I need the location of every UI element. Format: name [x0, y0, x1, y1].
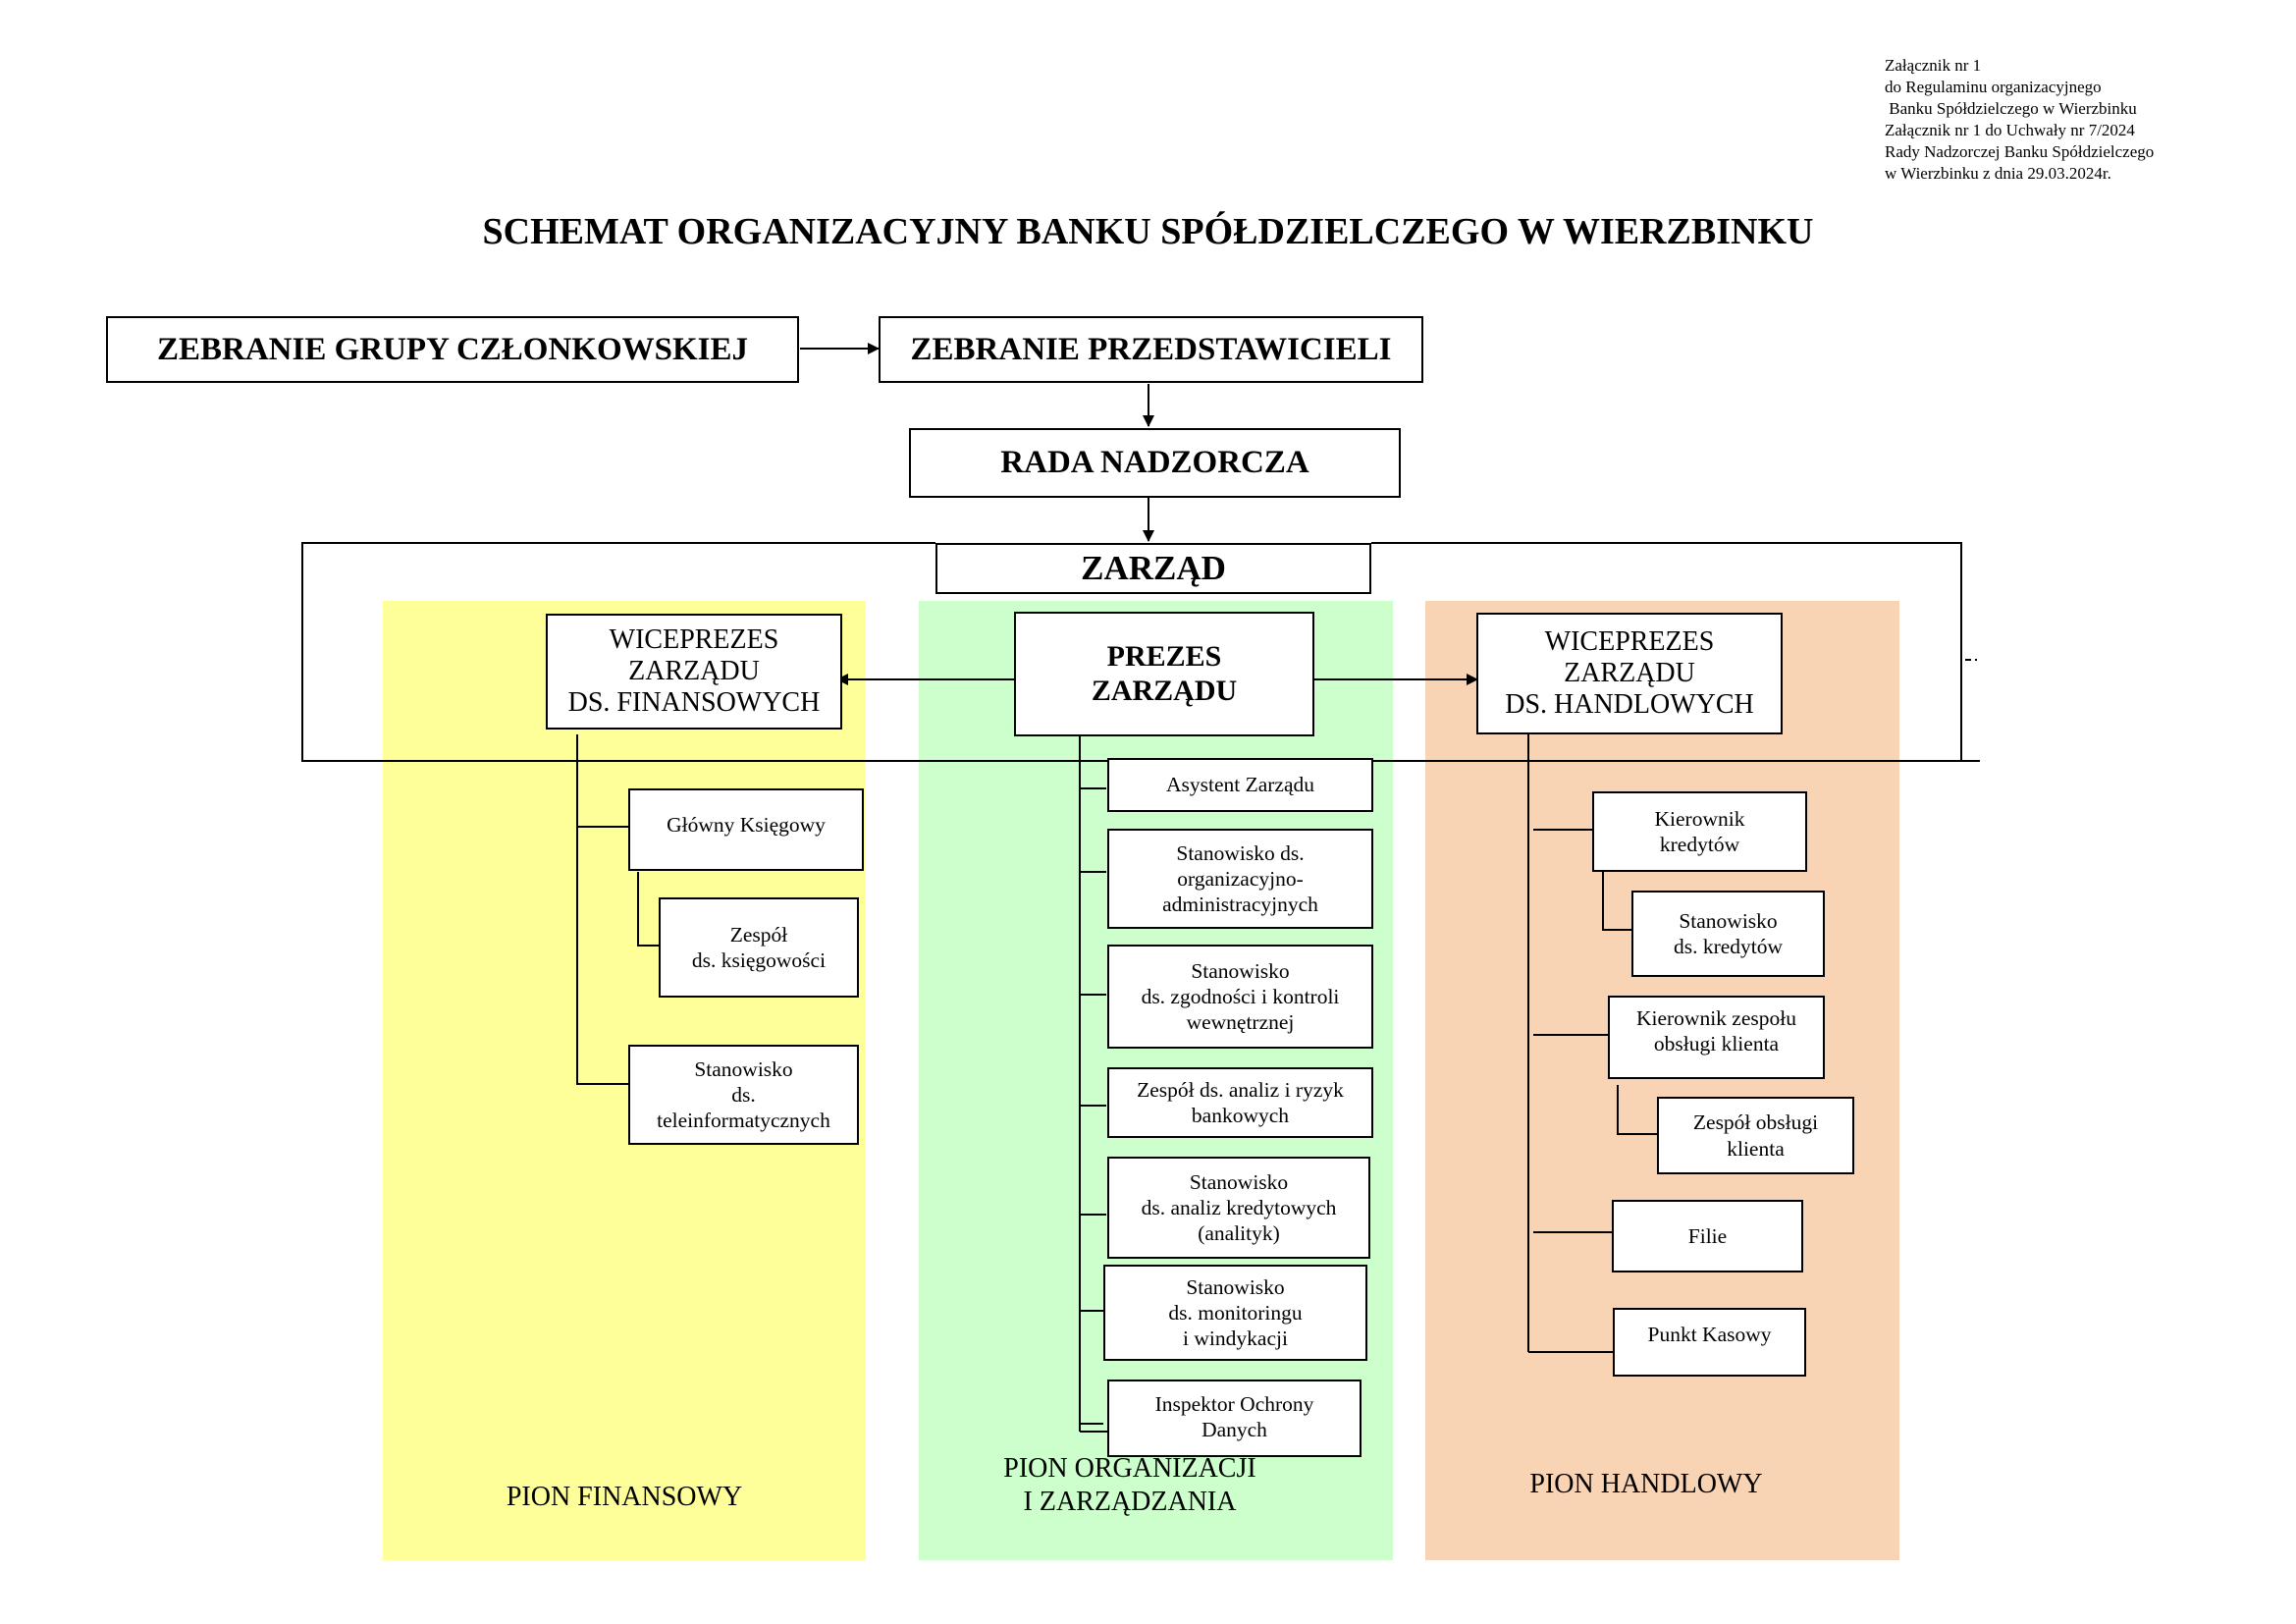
annex-note: Załącznik nr 1 do Regulaminu organizacyj… — [1885, 56, 2155, 183]
zarzad-box: ZARZĄD — [935, 543, 1371, 594]
zebranie-grupy-box: ZEBRANIE GRUPY CZŁONKOWSKIEJ — [106, 316, 799, 383]
pion-finansowy-label: PION FINANSOWY — [506, 1482, 743, 1512]
page-title: SCHEMAT ORGANIZACYJNY BANKU SPÓŁDZIELCZE… — [482, 211, 1814, 252]
glowny-ksiegowy-box: Główny Księgowy — [628, 788, 864, 871]
analiz-kredytowych-box: Stanowisko ds. analiz kredytowych (anali… — [1107, 1157, 1370, 1259]
wiceprezes-handl-box: WICEPREZES ZARZĄDU DS. HANDLOWYCH — [1476, 613, 1783, 734]
pion-handlowy-label: PION HANDLOWY — [1529, 1469, 1763, 1499]
analiz-ryzyk-box: Zespół ds. analiz i ryzyk bankowych — [1107, 1067, 1373, 1138]
zespol-obslugi-klienta-box: Zespół obsługi klienta — [1657, 1097, 1854, 1174]
zespol-ksiegowosci-box: Zespół ds. księgowości — [659, 897, 859, 998]
punkt-kasowy-box: Punkt Kasowy — [1613, 1308, 1806, 1377]
rada-nadzorcza-box: RADA NADZORCZA — [909, 428, 1401, 498]
inspektor-ochrony-danych-box: Inspektor Ochrony Danych — [1107, 1380, 1362, 1457]
zebranie-przedstawicieli-box: ZEBRANIE PRZEDSTAWICIELI — [879, 316, 1423, 383]
filie-box: Filie — [1612, 1200, 1803, 1272]
prezes-box: PREZES ZARZĄDU — [1014, 612, 1314, 736]
wiceprezes-fin-box: WICEPREZES ZARZĄDU DS. FINANSOWYCH — [546, 614, 842, 730]
asystent-zarzadu-box: Asystent Zarządu — [1107, 758, 1373, 812]
kierownik-zespolu-box: Kierownik zespołu obsługi klienta — [1608, 996, 1825, 1079]
stanowisko-kredytow-box: Stanowisko ds. kredytów — [1631, 891, 1825, 977]
kierownik-kredytow-box: Kierownik kredytów — [1592, 791, 1807, 872]
pion-organizacji-label: PION ORGANIZACJI I ZARZĄDZANIA — [1003, 1453, 1256, 1517]
zgodnosci-kontroli-box: Stanowisko ds. zgodności i kontroli wewn… — [1107, 945, 1373, 1049]
teleinformatyczne-box: Stanowisko ds. teleinformatycznych — [628, 1045, 859, 1145]
monitoringu-windykacji-box: Stanowisko ds. monitoringu i windykacji — [1103, 1265, 1367, 1361]
organizacyjno-administracyjne-box: Stanowisko ds. organizacyjno- administra… — [1107, 829, 1373, 929]
